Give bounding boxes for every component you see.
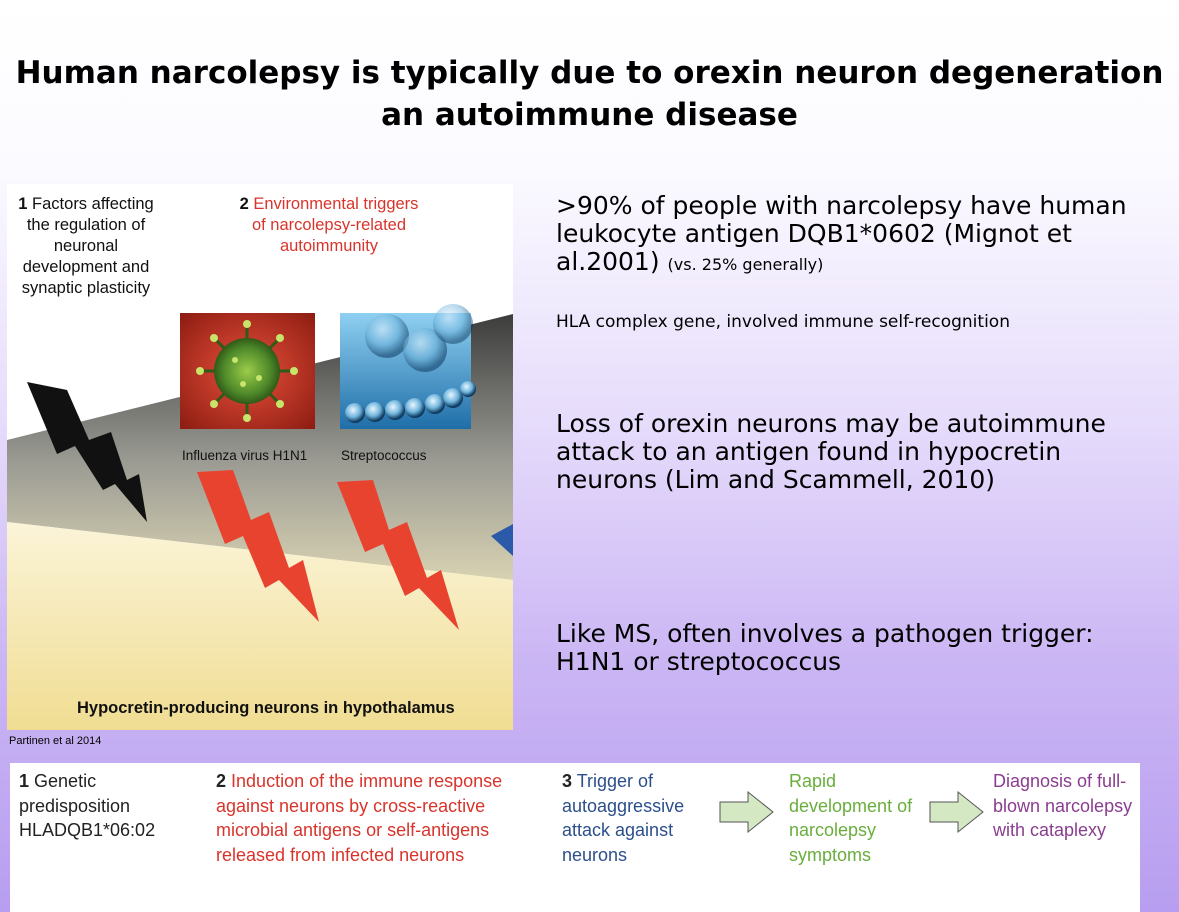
influenza-caption: Influenza virus H1N1 [182, 448, 308, 463]
hla-note: HLA complex gene, involved immune self-r… [556, 312, 1010, 332]
red-lightning-bolt-1 [197, 470, 319, 622]
step-autoaggressive-attack: 3 Trigger of autoaggressive attack again… [562, 769, 712, 867]
hypocretin-neurons-label: Hypocretin-producing neurons in hypothal… [77, 699, 455, 717]
black-lightning-bolt [27, 382, 147, 522]
autoimmunity-figure: 1 Factors affecting the regulation of ne… [7, 184, 513, 730]
slide-title: Human narcolepsy is typically due to ore… [0, 52, 1179, 136]
arrow-right-icon [719, 790, 774, 834]
factor-1-number: 1 [18, 195, 28, 213]
streptococcus-image [340, 304, 476, 429]
factor-2-text: Environmental triggers of narcolepsy-rel… [251, 195, 419, 255]
paragraph-orexin-loss: Loss of orexin neurons may be autoimmune… [556, 409, 1106, 494]
pathogenesis-timeline: 1 Genetic predisposition HLADQB1*06:02 2… [10, 763, 1140, 912]
paragraph-dqb1-note: (vs. 25% generally) [667, 255, 824, 274]
arrow-right-icon [929, 790, 984, 834]
figure-illustration [7, 304, 513, 730]
streptococcus-caption: Streptococcus [341, 448, 427, 463]
step-3-number: 3 [562, 771, 573, 791]
factor-2-number: 2 [239, 195, 249, 213]
step-genetic-predisposition: 1 Genetic predisposition HLADQB1*06:02 [19, 769, 194, 843]
red-lightning-bolt-2 [337, 480, 459, 630]
factor-2-label: 2 Environmental triggers of narcolepsy-r… [239, 194, 419, 257]
step-2-number: 2 [216, 771, 227, 791]
factor-1-text: Factors affecting the regulation of neur… [21, 195, 154, 297]
step-1-text: Genetic predisposition HLADQB1*06:02 [19, 771, 156, 840]
paragraph-dqb1-main: >90% of people with narcolepsy have huma… [556, 191, 1127, 276]
title-line-1: Human narcolepsy is typically due to ore… [15, 55, 1164, 91]
step-diagnosis: Diagnosis of full-blown narcolepsy with … [993, 771, 1133, 840]
title-line-2: an autoimmune disease [381, 97, 798, 133]
paragraph-dqb1: >90% of people with narcolepsy have huma… [556, 192, 1156, 279]
influenza-image [180, 313, 315, 429]
step-3-text: Trigger of autoaggressive attack against… [562, 771, 685, 865]
step-immune-induction: 2 Induction of the immune response again… [216, 769, 546, 867]
hypothalamus-ground [7, 522, 513, 730]
step-1-number: 1 [19, 771, 30, 791]
paragraph-pathogen-trigger: Like MS, often involves a pathogen trigg… [556, 619, 1094, 676]
factor-1-label: 1 Factors affecting the regulation of ne… [11, 194, 161, 299]
step-rapid-development: Rapid development of narcolepsy symptoms [789, 771, 913, 865]
step-2-text: Induction of the immune response against… [216, 771, 503, 865]
figure-credit: Partinen et al 2014 [9, 735, 102, 747]
